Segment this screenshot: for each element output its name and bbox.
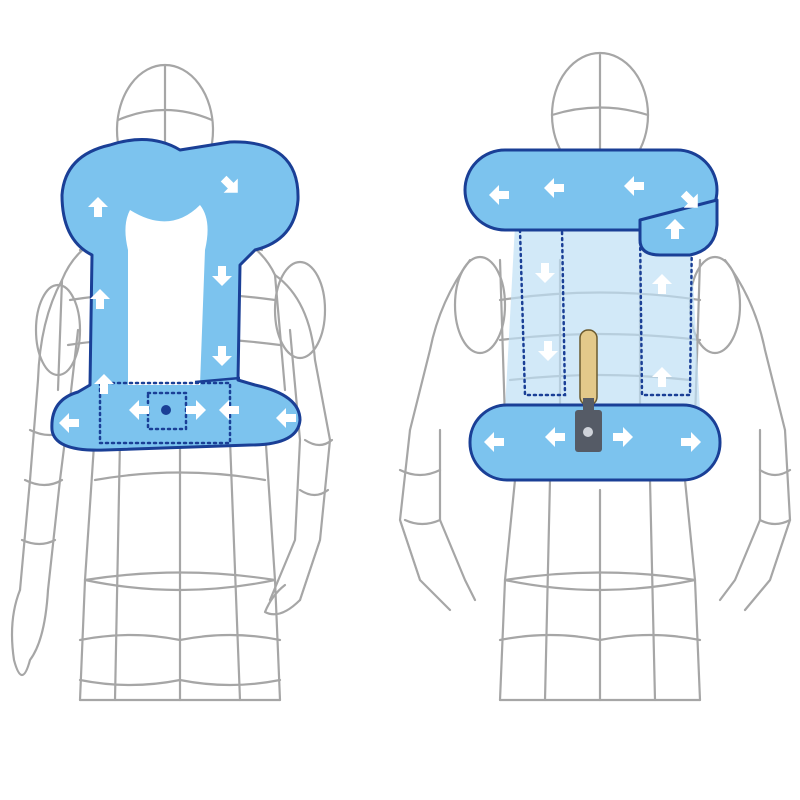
inflation-arrow-icon — [613, 427, 633, 447]
inflation-arrow-icon — [212, 346, 232, 366]
inflation-arrow-icon — [484, 432, 504, 452]
inflation-arrow-icon — [681, 432, 701, 452]
inflation-arrow-icon — [94, 374, 114, 394]
inflation-arrow-icon — [220, 175, 238, 193]
inflation-arrow-icon — [680, 190, 698, 208]
inflation-arrow-icon — [665, 219, 685, 239]
back-panel-inner — [505, 225, 700, 410]
inflation-arrow-icon — [90, 289, 110, 309]
front-figure-wireframe — [10, 63, 334, 702]
inflation-arrows — [59, 175, 701, 452]
valve-icon — [161, 405, 171, 415]
inflation-arrow-icon — [545, 427, 565, 447]
inflation-arrow-icon — [276, 408, 296, 428]
inflation-arrow-icon — [129, 400, 149, 420]
back-right-channel — [638, 228, 694, 397]
inflation-arrow-icon — [652, 274, 672, 294]
back-left-channel — [518, 228, 567, 397]
inflation-arrow-icon — [212, 266, 232, 286]
front-airbag — [50, 138, 302, 452]
inflation-arrow-icon — [489, 185, 509, 205]
gas-cartridge-icon — [575, 329, 602, 452]
back-airbag — [463, 148, 722, 482]
inflation-arrow-icon — [186, 400, 206, 420]
inflation-arrow-icon — [88, 197, 108, 217]
inflation-arrow-icon — [538, 341, 558, 361]
inflation-arrow-icon — [535, 263, 555, 283]
front-neck-opening — [125, 205, 208, 385]
inflation-arrow-icon — [59, 413, 79, 433]
collar-airbag — [463, 148, 719, 232]
front-belt-dotted — [98, 381, 232, 445]
inflation-arrow-icon — [544, 178, 564, 198]
front-bag-seam — [194, 376, 241, 384]
inflation-arrow-icon — [652, 367, 672, 387]
inflation-arrow-icon — [219, 400, 239, 420]
inflation-arrow-icon — [624, 176, 644, 196]
